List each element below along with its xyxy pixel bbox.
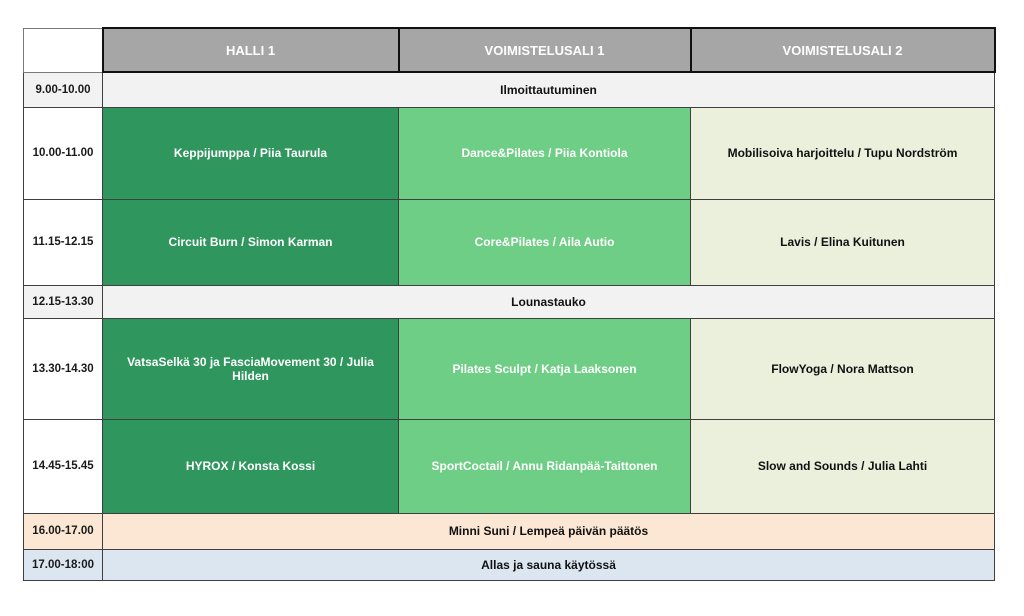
event-cell-voimistelusali1: SportCoctail / Annu Ridanpää-Taittonen <box>398 418 691 514</box>
event-cell-voimistelusali1: Core&Pilates / Aila Autio <box>398 198 691 286</box>
schedule-table: HALLI 1 VOIMISTELUSALI 1 VOIMISTELUSALI … <box>23 27 996 581</box>
column-header-voimistelusali-1: VOIMISTELUSALI 1 <box>397 27 692 73</box>
row-1445-1545: 14.45-15.45 HYROX / Konsta Kossi SportCo… <box>23 418 995 514</box>
time-cell: 11.15-12.15 <box>23 198 103 286</box>
corner-cell <box>23 27 103 73</box>
row-registration: 9.00-10.00 Ilmoittautuminen <box>23 71 995 108</box>
span-cell-closing: Minni Suni / Lempeä päivän päätös <box>102 512 995 550</box>
row-10-11: 10.00-11.00 Keppijumppa / Piia Taurula D… <box>23 106 995 200</box>
event-cell-voimistelusali2: Lavis / Elina Kuitunen <box>690 198 995 286</box>
span-cell-pool-sauna: Allas ja sauna käytössä <box>102 548 995 581</box>
event-cell-voimistelusali2: FlowYoga / Nora Mattson <box>690 317 995 420</box>
event-cell-voimistelusali1: Dance&Pilates / Piia Kontiola <box>398 106 691 200</box>
row-1115-1215: 11.15-12.15 Circuit Burn / Simon Karman … <box>23 198 995 286</box>
event-cell-halli1: Keppijumppa / Piia Taurula <box>102 106 399 200</box>
row-closing-session: 16.00-17.00 Minni Suni / Lempeä päivän p… <box>23 512 995 550</box>
time-cell: 17.00-18:00 <box>23 548 103 581</box>
time-cell: 10.00-11.00 <box>23 106 103 200</box>
column-header-halli-1: HALLI 1 <box>101 27 400 73</box>
event-cell-voimistelusali2: Slow and Sounds / Julia Lahti <box>690 418 995 514</box>
time-cell: 13.30-14.30 <box>23 317 103 420</box>
span-cell-lunch: Lounastauko <box>102 284 995 319</box>
row-1330-1430: 13.30-14.30 VatsaSelkä 30 ja FasciaMovem… <box>23 317 995 420</box>
column-header-voimistelusali-2: VOIMISTELUSALI 2 <box>689 27 996 73</box>
row-lunch-break: 12.15-13.30 Lounastauko <box>23 284 995 319</box>
event-cell-voimistelusali2: Mobilisoiva harjoittelu / Tupu Nordström <box>690 106 995 200</box>
event-cell-voimistelusali1: Pilates Sculpt / Katja Laaksonen <box>398 317 691 420</box>
event-cell-halli1: VatsaSelkä 30 ja FasciaMovement 30 / Jul… <box>102 317 399 420</box>
event-cell-halli1: Circuit Burn / Simon Karman <box>102 198 399 286</box>
event-cell-halli1: HYROX / Konsta Kossi <box>102 418 399 514</box>
time-cell: 16.00-17.00 <box>23 512 103 550</box>
header-row: HALLI 1 VOIMISTELUSALI 1 VOIMISTELUSALI … <box>23 27 996 73</box>
span-cell-registration: Ilmoittautuminen <box>102 71 995 108</box>
row-pool-sauna: 17.00-18:00 Allas ja sauna käytössä <box>23 548 995 581</box>
time-cell: 12.15-13.30 <box>23 284 103 319</box>
time-cell: 9.00-10.00 <box>23 71 103 108</box>
time-cell: 14.45-15.45 <box>23 418 103 514</box>
